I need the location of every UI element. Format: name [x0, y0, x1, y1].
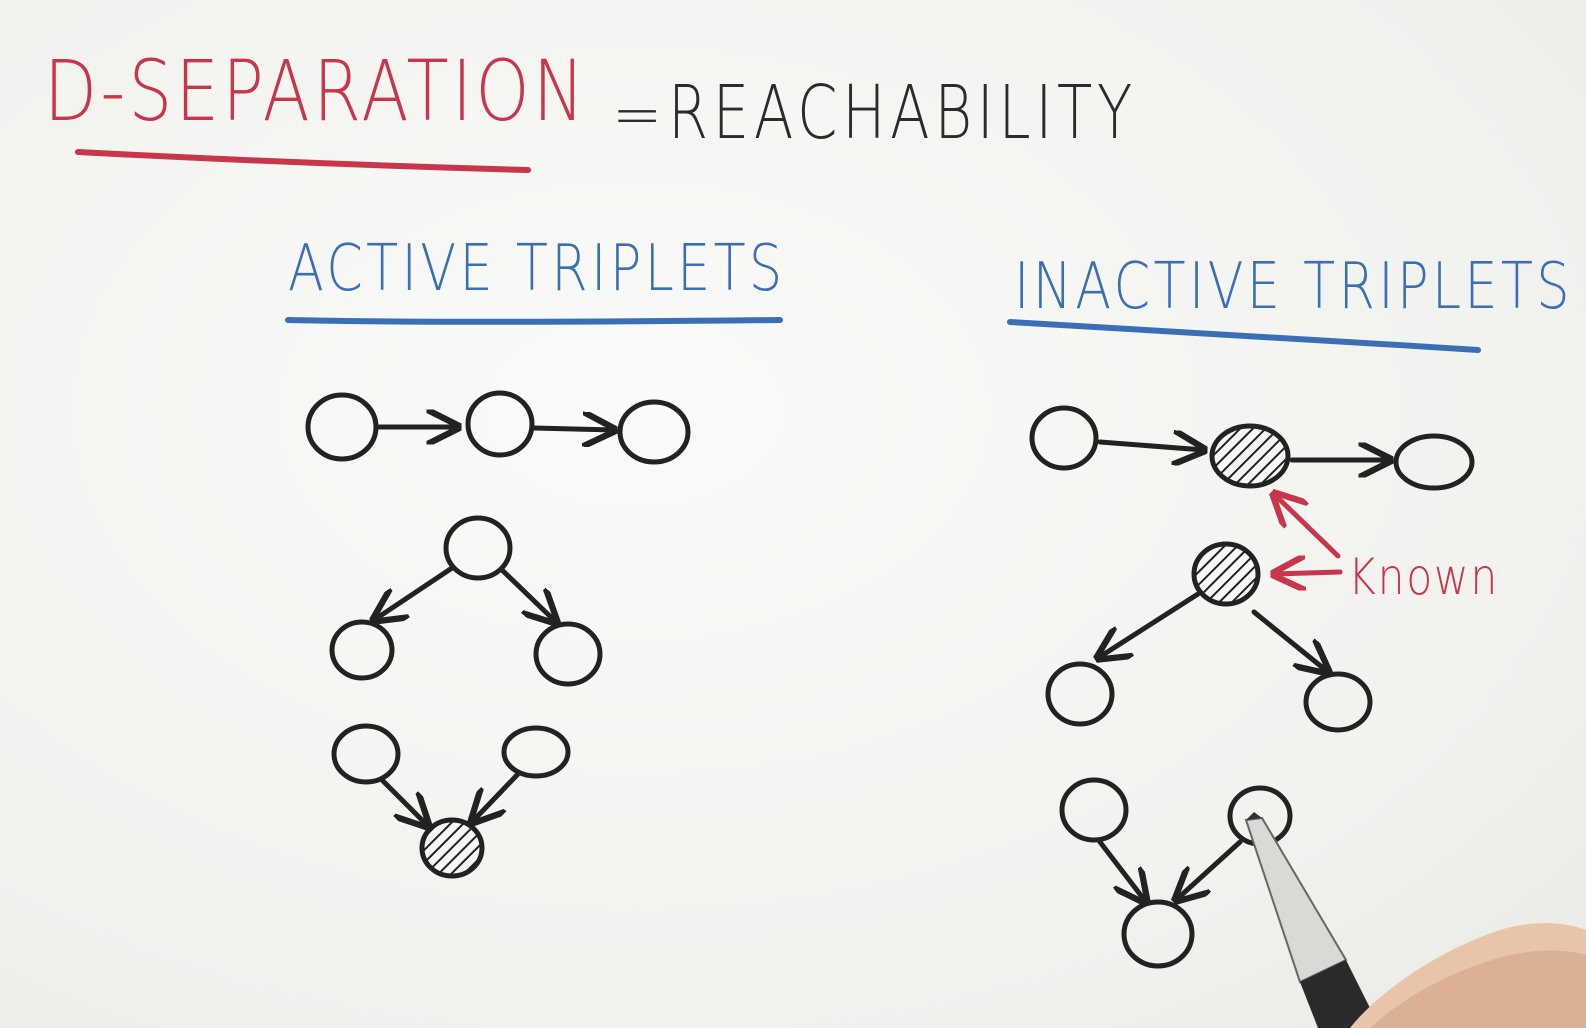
inactive-chain-arrow-1: [1097, 442, 1204, 450]
active-cause-child-left: [329, 619, 395, 681]
inactive-effect-child: [1121, 899, 1195, 969]
active-chain-node-a: [305, 392, 379, 462]
inactive-heading-underline: [1007, 319, 1481, 353]
active-effect-arrow-left: [379, 777, 428, 826]
inactive-chain-node-known: [1209, 423, 1291, 489]
inactive-cause-arrow-left: [1098, 591, 1201, 658]
active-cause-arrow-right: [499, 567, 556, 622]
inactive-cause-child-left: [1045, 661, 1115, 727]
inactive-chain-node-c: [1393, 433, 1475, 491]
inactive-effect-parent-left: [1059, 777, 1129, 843]
active-chain-arrow-2: [531, 428, 614, 430]
page-subtitle: REACHABILITY: [668, 70, 1137, 156]
heading-active-triplets: ACTIVE TRIPLETS: [288, 232, 786, 306]
active-effect-parent-right: [501, 725, 571, 779]
inactive-effect-arrow-left: [1097, 839, 1146, 902]
active-heading-underline: [285, 317, 783, 325]
active-chain-node-c: [617, 399, 691, 465]
heading-inactive-triplets: INACTIVE TRIPLETS: [1014, 250, 1573, 324]
active-cause-child-right: [533, 621, 603, 687]
active-chain-node-b: [465, 390, 535, 458]
title-underline: [75, 149, 531, 173]
equals-sign: =: [612, 80, 669, 150]
inactive-cause-child-right: [1303, 671, 1373, 733]
known-arrow-to-cause: [1274, 572, 1343, 574]
active-effect-parent-left: [331, 723, 401, 785]
active-effect-child-known: [419, 817, 485, 879]
known-arrow-to-chain: [1274, 494, 1341, 559]
known-label: Known: [1348, 548, 1500, 606]
hand-icon: [1350, 923, 1586, 1028]
inactive-effect-arrow-right: [1176, 839, 1243, 900]
active-cause-parent: [443, 515, 513, 581]
page-title: D-SEPARATION: [44, 42, 588, 140]
pen-icon: [1244, 812, 1380, 1028]
inactive-chain-node-a: [1029, 405, 1099, 471]
active-effect-arrow-right: [472, 771, 521, 822]
inactive-cause-arrow-right: [1251, 609, 1328, 672]
active-cause-arrow-left: [374, 565, 455, 620]
inactive-cause-parent-known: [1191, 541, 1261, 607]
